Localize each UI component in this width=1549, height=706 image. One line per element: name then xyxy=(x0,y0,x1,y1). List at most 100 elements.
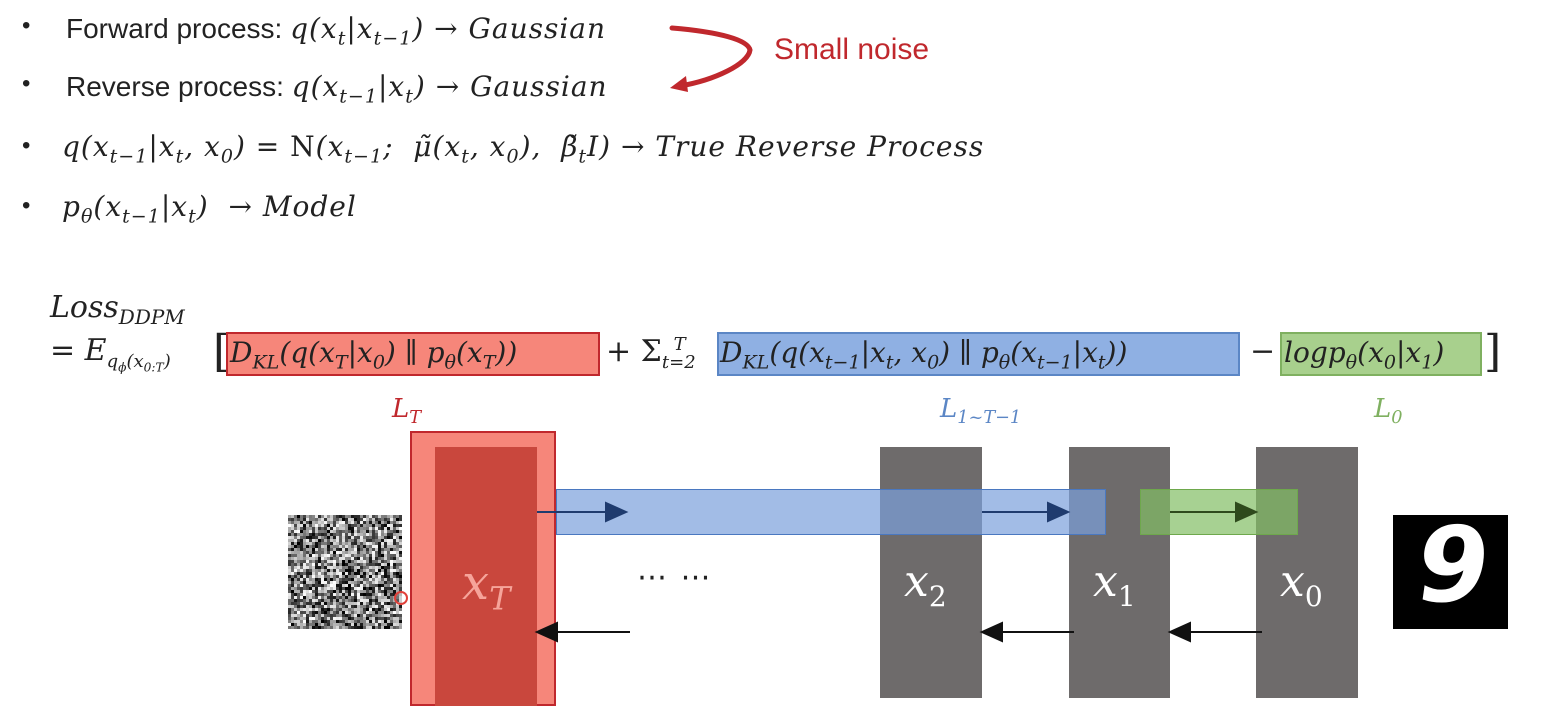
noise-pixel xyxy=(306,581,309,584)
noise-pixel xyxy=(339,539,342,542)
noise-pixel xyxy=(345,518,348,521)
noise-pixel xyxy=(312,569,315,572)
noise-pixel xyxy=(297,626,300,629)
noise-pixel xyxy=(327,587,330,590)
noise-pixel xyxy=(396,524,399,527)
noise-pixel xyxy=(369,617,372,620)
noise-pixel xyxy=(345,596,348,599)
noise-pixel xyxy=(312,605,315,608)
noise-pixel xyxy=(291,596,294,599)
noise-pixel xyxy=(306,608,309,611)
noise-pixel xyxy=(369,515,372,518)
noise-pixel xyxy=(339,599,342,602)
noise-pixel xyxy=(357,599,360,602)
noise-pixel xyxy=(342,560,345,563)
noise-pixel xyxy=(354,548,357,551)
noise-pixel xyxy=(390,593,393,596)
noise-pixel xyxy=(342,599,345,602)
noise-pixel xyxy=(333,620,336,623)
noise-pixel xyxy=(360,611,363,614)
bullet-reverse-process: • Reverse process: q(xt−1|xt) → Gaussian xyxy=(0,70,700,110)
noise-pixel xyxy=(390,557,393,560)
noise-pixel xyxy=(396,539,399,542)
noise-pixel xyxy=(330,539,333,542)
noise-pixel xyxy=(333,554,336,557)
noise-pixel xyxy=(366,527,369,530)
noise-pixel xyxy=(384,515,387,518)
noise-pixel xyxy=(294,578,297,581)
noise-pixel xyxy=(339,518,342,521)
noise-pixel xyxy=(339,581,342,584)
noise-pixel xyxy=(351,530,354,533)
noise-pixel xyxy=(384,605,387,608)
noise-pixel xyxy=(393,617,396,620)
noise-pixel xyxy=(324,527,327,530)
noise-pixel xyxy=(324,575,327,578)
noise-pixel xyxy=(387,626,390,629)
noise-pixel xyxy=(390,566,393,569)
noise-pixel xyxy=(375,521,378,524)
noise-pixel xyxy=(369,527,372,530)
noise-pixel xyxy=(330,569,333,572)
noise-pixel xyxy=(330,560,333,563)
noise-pixel xyxy=(369,611,372,614)
noise-pixel xyxy=(348,530,351,533)
noise-pixel xyxy=(336,551,339,554)
loss-sum: + Σt=2T xyxy=(606,334,696,373)
noise-pixel xyxy=(360,515,363,518)
noise-pixel xyxy=(306,623,309,626)
noise-pixel xyxy=(309,590,312,593)
noise-pixel xyxy=(312,521,315,524)
noise-pixel xyxy=(318,614,321,617)
noise-pixel xyxy=(354,578,357,581)
noise-pixel xyxy=(342,524,345,527)
noise-pixel xyxy=(351,518,354,521)
noise-pixel xyxy=(387,530,390,533)
noise-pixel xyxy=(327,518,330,521)
noise-pixel xyxy=(348,620,351,623)
noise-pixel xyxy=(348,518,351,521)
noise-pixel xyxy=(303,527,306,530)
noise-pixel xyxy=(309,620,312,623)
noise-pixel xyxy=(387,605,390,608)
noise-pixel xyxy=(312,515,315,518)
noise-pixel xyxy=(381,608,384,611)
noise-pixel xyxy=(366,599,369,602)
noise-pixel xyxy=(333,545,336,548)
noise-pixel xyxy=(309,557,312,560)
noise-pixel xyxy=(372,599,375,602)
noise-pixel xyxy=(312,593,315,596)
noise-pixel xyxy=(345,593,348,596)
noise-pixel xyxy=(294,587,297,590)
noise-pixel xyxy=(363,521,366,524)
noise-pixel xyxy=(312,623,315,626)
noise-pixel xyxy=(336,530,339,533)
noise-pixel xyxy=(381,560,384,563)
noise-pixel xyxy=(321,578,324,581)
noise-pixel xyxy=(330,620,333,623)
noise-pixel xyxy=(399,521,402,524)
noise-pixel xyxy=(288,560,291,563)
noise-pixel xyxy=(309,524,312,527)
noise-pixel xyxy=(294,518,297,521)
noise-pixel xyxy=(336,608,339,611)
noise-pixel xyxy=(312,590,315,593)
noise-pixel xyxy=(393,515,396,518)
noise-pixel xyxy=(372,563,375,566)
noise-pixel xyxy=(330,518,333,521)
noise-pixel xyxy=(381,572,384,575)
noise-pixel xyxy=(294,623,297,626)
noise-pixel xyxy=(309,614,312,617)
noise-pixel xyxy=(393,590,396,593)
noise-pixel xyxy=(363,578,366,581)
noise-pixel xyxy=(309,533,312,536)
noise-pixel xyxy=(360,548,363,551)
noise-pixel xyxy=(345,620,348,623)
loss-minus: − xyxy=(1250,334,1276,369)
noise-pixel xyxy=(348,596,351,599)
noise-pixel xyxy=(333,596,336,599)
noise-pixel xyxy=(309,596,312,599)
noise-pixel xyxy=(309,608,312,611)
noise-pixel xyxy=(333,602,336,605)
